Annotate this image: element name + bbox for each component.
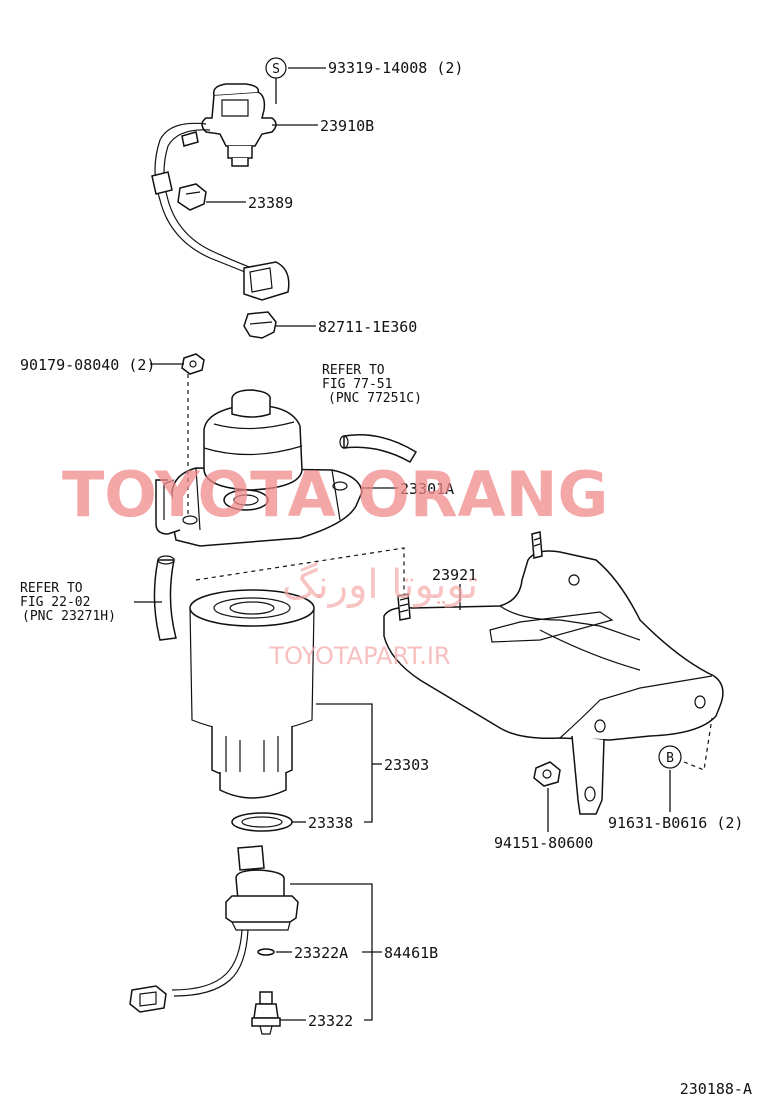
marker-s-text: S xyxy=(272,62,280,77)
label-23921: 23921 xyxy=(432,566,477,584)
marker-b-text: B xyxy=(666,751,674,766)
nut-90179-drawing xyxy=(181,353,205,375)
watermark-persian: تویوتا اورنگ xyxy=(282,562,478,608)
sensor-84461b-drawing xyxy=(129,845,299,1013)
label-90179-08040: 90179-08040 (2) xyxy=(20,356,155,374)
oring-23322a-drawing xyxy=(257,948,275,956)
hose-22-02-drawing xyxy=(153,555,177,641)
bracket-23921-drawing xyxy=(383,531,724,815)
label-94151-80600: 94151-80600 xyxy=(494,834,593,852)
oring-23338-drawing xyxy=(231,812,293,832)
ref-fig22-line1: REFER TO xyxy=(20,581,83,596)
clip-82711-drawing xyxy=(243,311,277,339)
ref-fig22-line3: (PNC 23271H) xyxy=(22,609,116,624)
label-93319-14008: 93319-14008 (2) xyxy=(328,59,463,77)
watermark-url: TOYOTAPART.IR xyxy=(268,642,450,670)
figure-code: 230188-A xyxy=(680,1080,752,1098)
label-82711-1e360: 82711-1E360 xyxy=(318,318,417,336)
ref-fig77-line3: (PNC 77251C) xyxy=(328,391,422,406)
switch-23322-drawing xyxy=(251,991,281,1035)
sensor-23910b-drawing xyxy=(151,83,290,301)
label-23322: 23322 xyxy=(308,1012,353,1030)
label-91631-b0616: 91631-B0616 (2) xyxy=(608,814,743,832)
label-23322a: 23322A xyxy=(294,944,348,962)
marker-s: S xyxy=(265,57,287,79)
marker-b: B xyxy=(658,745,682,769)
label-23389: 23389 xyxy=(248,194,293,212)
label-23910b: 23910B xyxy=(320,117,374,135)
watermark-brand: TOYOTA ORANG xyxy=(62,458,608,531)
ref-fig22-line2: FIG 22-02 xyxy=(20,595,90,610)
leader-lines xyxy=(134,67,713,1021)
filter-head-23301a-drawing xyxy=(155,389,418,547)
label-23338: 23338 xyxy=(308,814,353,832)
filter-element-23303-drawing xyxy=(189,589,315,799)
clamp-23389-drawing xyxy=(177,183,207,211)
label-23301a: 23301A xyxy=(400,480,454,498)
label-23303: 23303 xyxy=(384,756,429,774)
nut-94151-drawing xyxy=(533,761,561,787)
ref-fig77-line1: REFER TO xyxy=(322,363,385,378)
ref-fig77-line2: FIG 77-51 xyxy=(322,377,392,392)
label-84461b: 84461B xyxy=(384,944,438,962)
